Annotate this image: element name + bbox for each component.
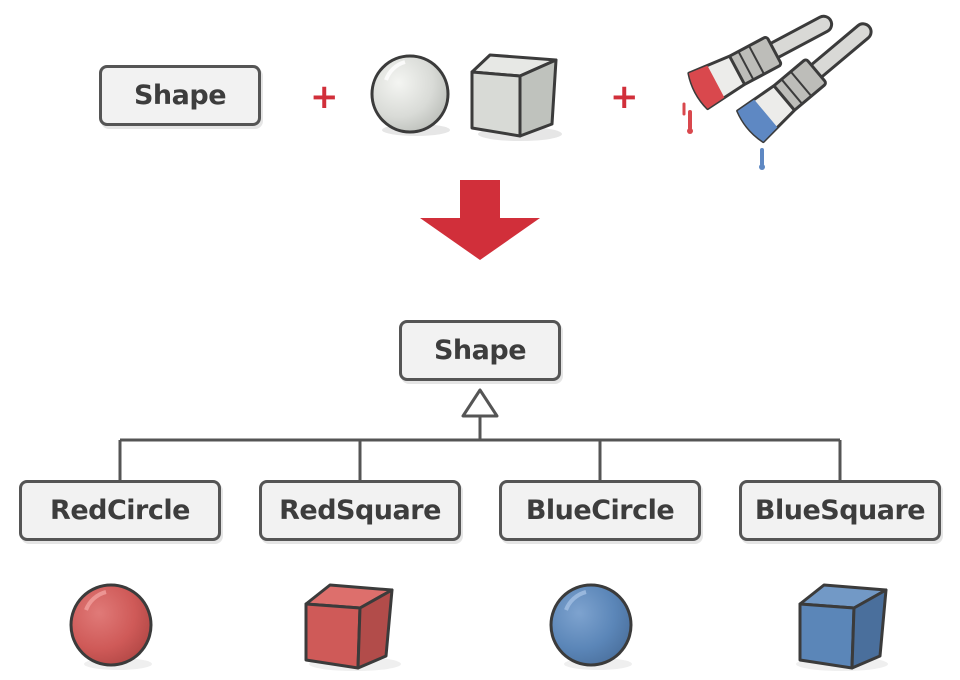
gray-cube-icon <box>470 53 562 141</box>
parent-shape-box: Shape <box>399 320 561 381</box>
plus-sign-2: + <box>610 77 639 117</box>
parent-shape-label: Shape <box>433 335 527 366</box>
child-label: RedSquare <box>279 495 441 526</box>
plus-sign-1: + <box>310 77 339 117</box>
child-label: RedCircle <box>50 495 190 526</box>
inheritance-triangle-icon <box>461 388 499 418</box>
red-cube-icon <box>304 583 401 671</box>
child-label: BlueSquare <box>754 495 926 526</box>
child-box-blue-circle: BlueCircle <box>499 480 701 541</box>
down-arrow-icon <box>420 180 540 260</box>
blue-sphere-icon <box>549 583 633 670</box>
blue-cube-icon <box>796 583 888 671</box>
paint-brushes-icon <box>682 14 873 170</box>
inheritance-connectors <box>118 417 842 480</box>
child-box-red-circle: RedCircle <box>19 480 221 541</box>
red-sphere-icon <box>69 583 153 670</box>
source-shape-box: Shape <box>99 65 261 126</box>
child-box-red-square: RedSquare <box>259 480 461 541</box>
gray-sphere-icon <box>370 54 450 136</box>
child-label: BlueCircle <box>525 495 675 526</box>
child-box-blue-square: BlueSquare <box>739 480 941 541</box>
source-shape-label: Shape <box>133 80 227 111</box>
